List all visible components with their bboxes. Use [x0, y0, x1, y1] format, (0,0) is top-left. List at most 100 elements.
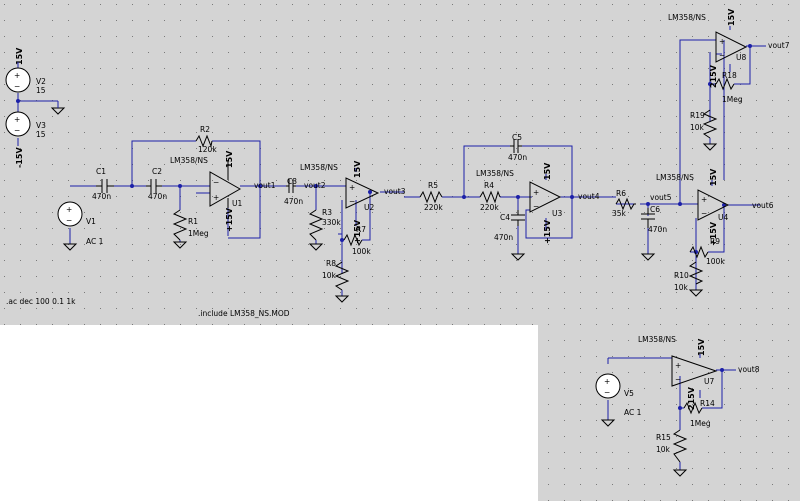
r4-name: R4	[484, 181, 494, 190]
opamp-u7[interactable]: +−	[671, 355, 718, 387]
r5-value: 220k	[424, 203, 443, 212]
svg-text:−: −	[675, 375, 681, 384]
svg-text:+: +	[719, 37, 725, 46]
r4-value: 220k	[480, 203, 499, 212]
net-vout6: vout6	[752, 201, 774, 210]
net-label-neg15v: -15V	[15, 147, 24, 168]
v1-value: AC 1	[86, 237, 104, 246]
r15-value: 10k	[656, 445, 671, 454]
c1-name: C1	[96, 167, 106, 176]
resistor-r14[interactable]	[683, 401, 703, 415]
net-label-15v: 15V	[15, 47, 24, 65]
r19-value: 10k	[690, 123, 705, 132]
opamp-u4[interactable]: +−	[697, 189, 730, 221]
u3-neg-supply: +15V	[543, 219, 552, 244]
r3-name: R3	[322, 208, 332, 217]
opamp-u2[interactable]: +−	[345, 177, 380, 209]
resistor-r10[interactable]	[688, 261, 704, 285]
r18-value: 1Meg	[722, 95, 743, 104]
c3-name: C3	[287, 177, 297, 186]
stage-2: C3 470n R3 330k R7 100k R8 10k +− LM358/…	[276, 160, 406, 303]
r19-name: R19	[690, 111, 705, 120]
svg-text:−: −	[719, 51, 725, 60]
net-vout2: vout2	[304, 181, 326, 190]
svg-text:+: +	[675, 361, 681, 370]
svg-text:+: +	[604, 377, 610, 386]
resistor-r18[interactable]	[715, 77, 735, 91]
v2-name: V2	[36, 77, 46, 86]
u7-pos-supply: 15V	[697, 338, 706, 356]
capacitor-c3[interactable]	[286, 179, 296, 193]
c6-name: C6	[650, 205, 660, 214]
v3-name: V3	[36, 121, 46, 130]
voltage-source-v3[interactable]: + −	[5, 111, 31, 137]
c2-name: C2	[152, 167, 162, 176]
resistor-r9[interactable]	[689, 245, 709, 259]
u7-name: U7	[704, 377, 714, 386]
r6-value: 35k	[612, 209, 627, 218]
stage-1: + − V1 AC 1 C1 470n C2 470n R2 120k R1 1…	[57, 125, 276, 251]
svg-text:+: +	[213, 193, 219, 202]
resistor-r2[interactable]	[195, 134, 213, 148]
svg-text:−: −	[533, 202, 539, 211]
svg-text:−: −	[14, 82, 20, 91]
u3-pos-supply: 15V	[543, 162, 552, 180]
u8-pos-supply: 15V	[727, 8, 736, 26]
u8-name: U8	[736, 53, 746, 62]
r2-value: 120k	[198, 145, 217, 154]
svg-text:+: +	[14, 71, 20, 80]
resistor-r15[interactable]	[672, 429, 688, 463]
net-vout3: vout3	[384, 187, 406, 196]
opamp-u8[interactable]: +−	[715, 31, 748, 63]
r6-name: R6	[616, 189, 626, 198]
r7-name: R7	[356, 225, 366, 234]
u3-model: LM358/NS	[476, 169, 514, 178]
voltage-source-v2[interactable]: + −	[5, 67, 31, 93]
v5-name: V5	[624, 389, 634, 398]
r14-name: R14	[700, 399, 715, 408]
u2-model: LM358/NS	[300, 163, 338, 172]
svg-text:−: −	[66, 216, 72, 225]
stage-u8: +− LM358/NS U8 15V 215V vout7 R18 1Meg R…	[668, 8, 790, 151]
capacitor-c1[interactable]	[96, 179, 114, 193]
c6-value: 470n	[648, 225, 667, 234]
v3-value: 15	[36, 130, 46, 139]
resistor-r19[interactable]	[702, 109, 718, 139]
voltage-source-v1[interactable]: + −	[57, 201, 83, 227]
c1-value: 470n	[92, 192, 111, 201]
resistor-r4[interactable]	[479, 190, 501, 204]
capacitor-c4[interactable]	[511, 210, 525, 226]
r9-value: 100k	[706, 257, 725, 266]
c3-value: 470n	[284, 197, 303, 206]
capacitor-c6[interactable]	[641, 208, 655, 228]
u4-pos-supply: 15V	[709, 168, 718, 186]
r10-value: 10k	[674, 283, 689, 292]
c5-name: C5	[512, 133, 522, 142]
c4-value: 470n	[494, 233, 513, 242]
ac-directive[interactable]: .ac dec 100 0.1 1k	[6, 297, 76, 306]
capacitor-c2[interactable]	[146, 179, 162, 193]
net-vout4: vout4	[578, 192, 600, 201]
u1-model: LM358/NS	[170, 156, 208, 165]
resistor-r3[interactable]	[308, 209, 324, 241]
net-vout7: vout7	[768, 41, 790, 50]
resistor-r6[interactable]	[615, 197, 636, 211]
v5-value: AC 1	[624, 408, 642, 417]
resistor-r1[interactable]	[172, 209, 188, 241]
r1-name: R1	[188, 217, 198, 226]
voltage-source-v5[interactable]: + −	[595, 373, 621, 399]
v1-name: V1	[86, 217, 96, 226]
u1-neg-supply: +15V	[225, 207, 234, 232]
opamp-u3[interactable]: +−	[529, 181, 562, 213]
resistor-r5[interactable]	[419, 190, 443, 204]
u1-name: U1	[232, 199, 242, 208]
resistor-r8[interactable]	[334, 261, 350, 291]
u1-pos-supply: 15V	[225, 150, 234, 168]
include-directive[interactable]: .include LM358_NS.MOD	[198, 309, 290, 318]
capacitor-c5[interactable]	[510, 139, 522, 153]
u2-name: U2	[364, 203, 374, 212]
svg-text:+: +	[66, 205, 72, 214]
resistor-r7[interactable]	[343, 233, 363, 247]
opamp-u1[interactable]: −+	[209, 160, 242, 208]
